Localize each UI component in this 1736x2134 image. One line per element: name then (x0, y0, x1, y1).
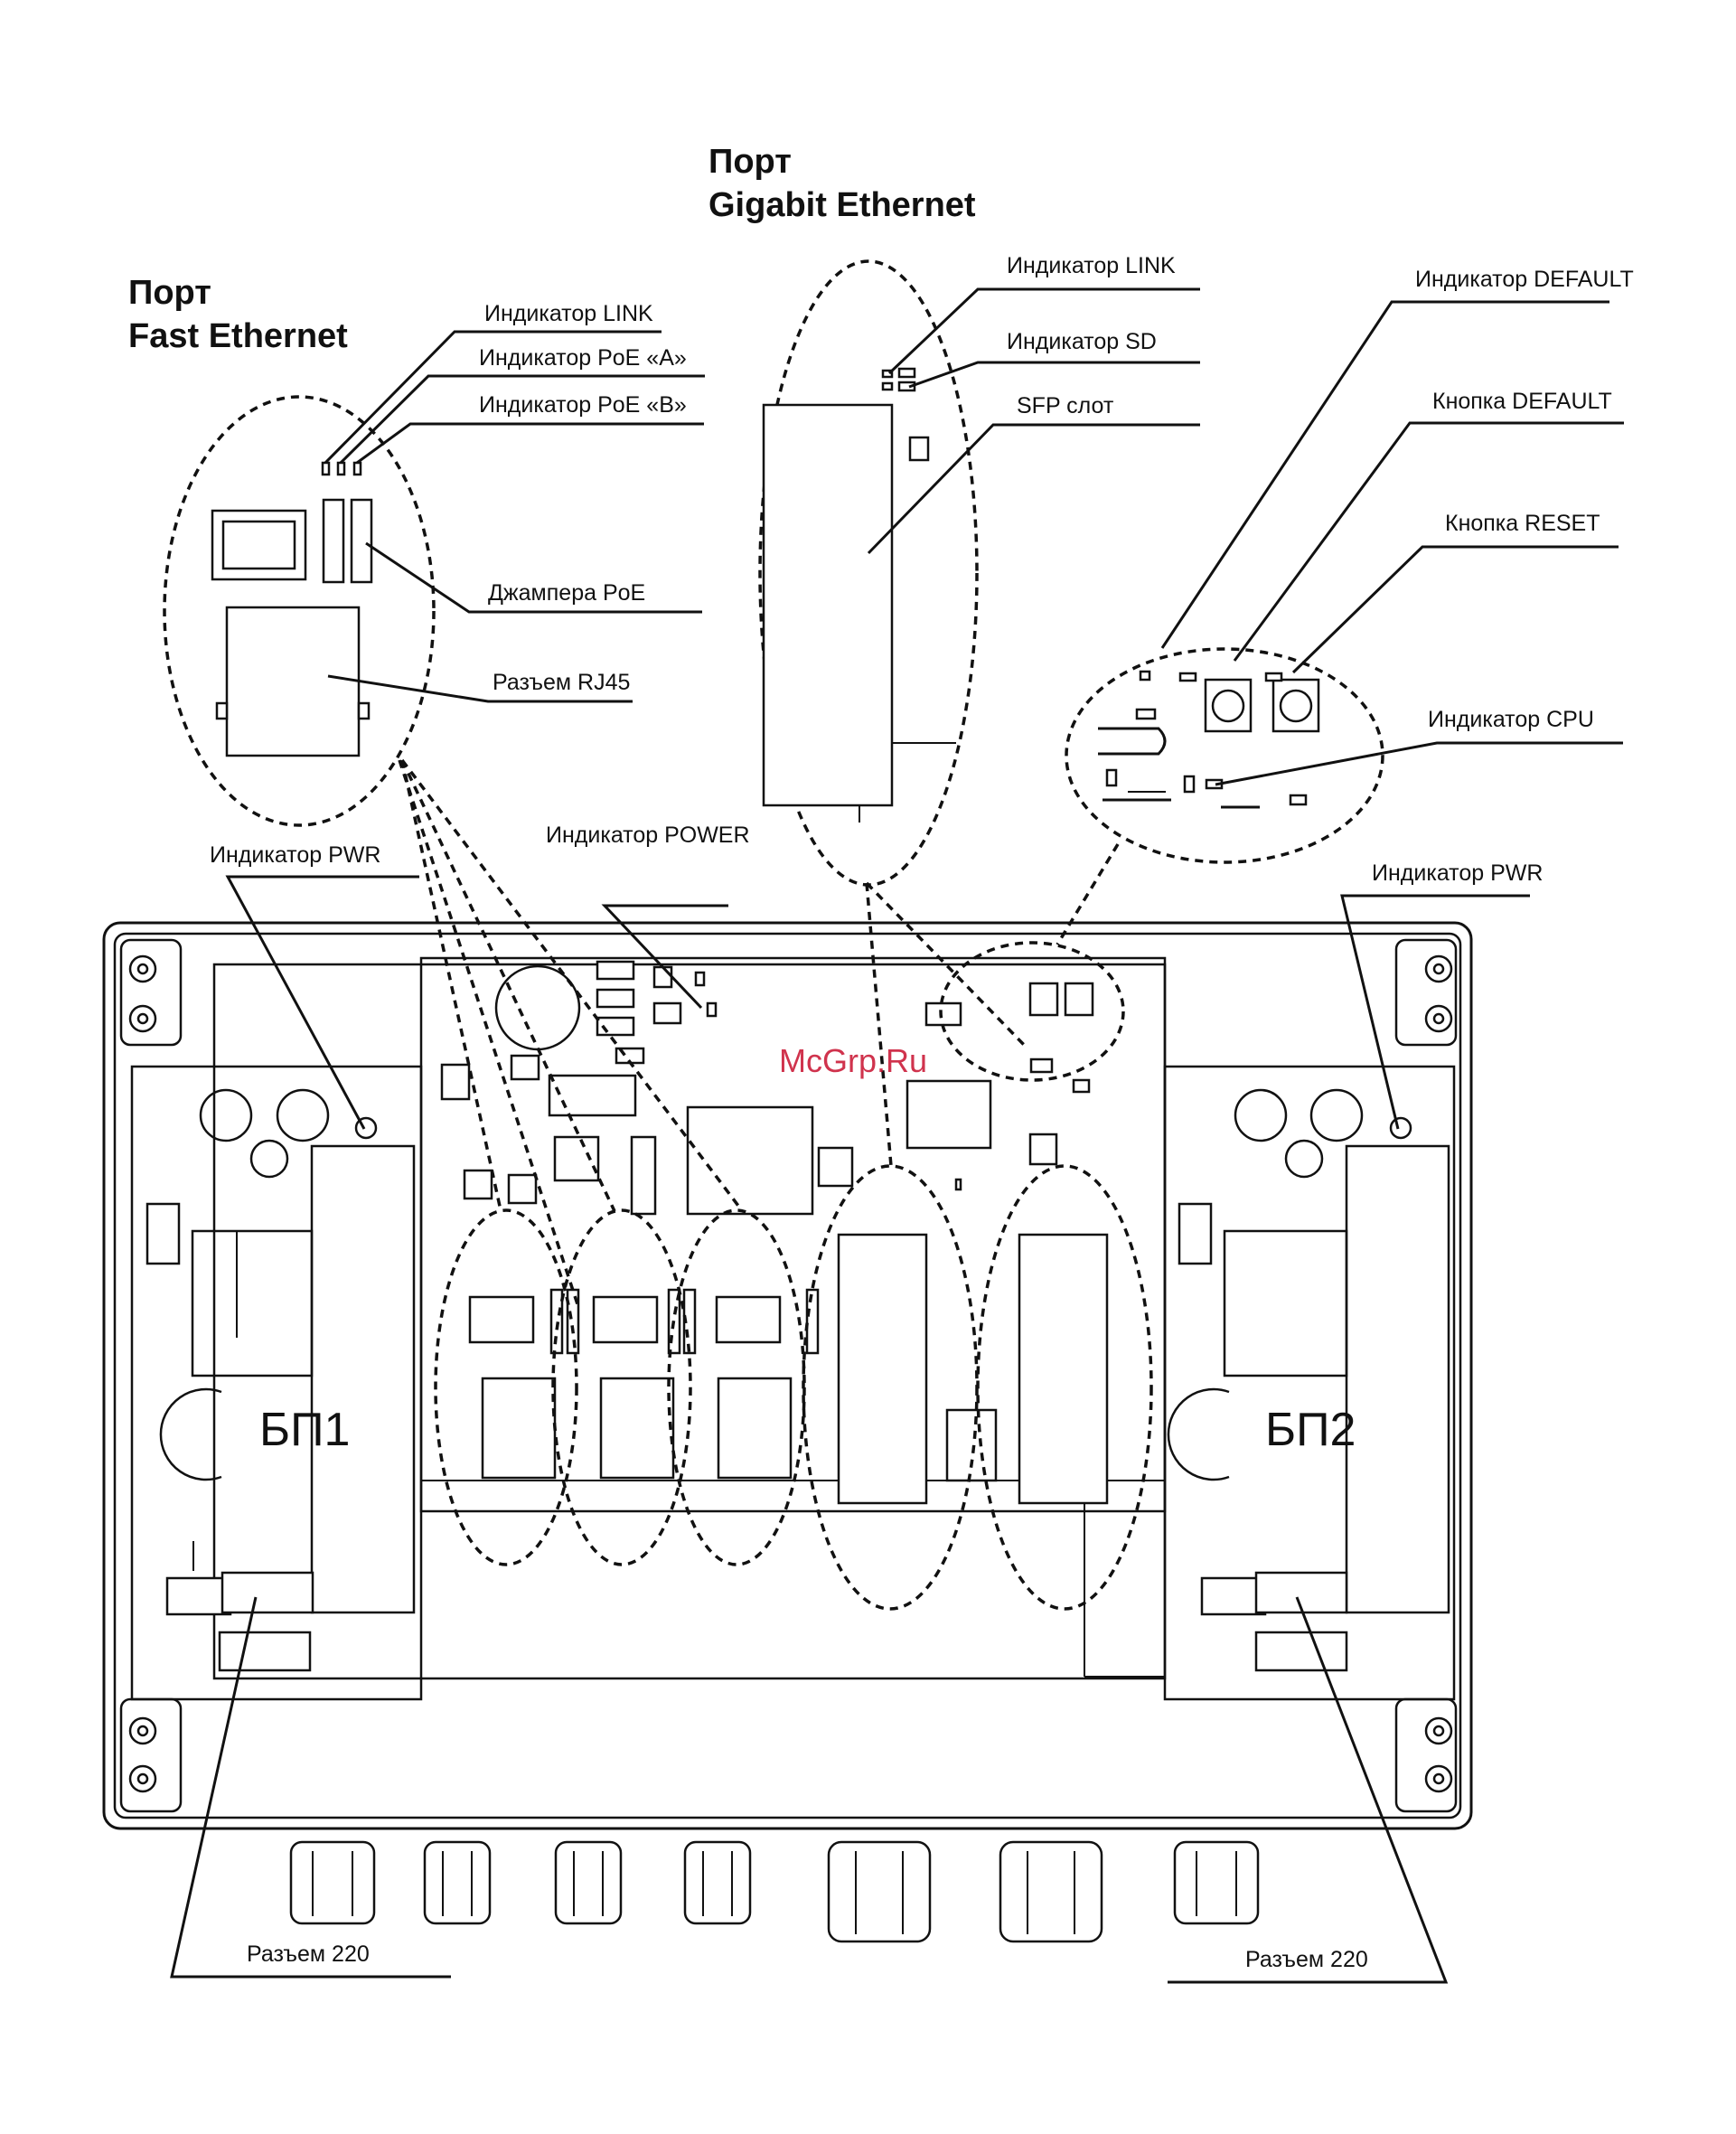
label-gbe-sd: Индикатор SD (1007, 329, 1157, 354)
pcb-sfp-slot-2 (1019, 1235, 1107, 1503)
label-pwr-right: Индикатор PWR (1372, 860, 1543, 886)
enclosure (104, 760, 1471, 1941)
pcb-sfp-slot-1 (839, 1235, 926, 1503)
corner-screws-top-left (121, 940, 181, 1045)
label-pwr-left: Индикатор PWR (210, 842, 380, 868)
buttons-detail (1066, 649, 1383, 862)
label-sfp-slot: SFP слот (1017, 393, 1114, 418)
label-220-right: Разъем 220 (1245, 1947, 1368, 1972)
fast-ethernet-heading-2: Fast Ethernet (128, 317, 348, 355)
label-poe-jumpers: Джампера PoE (488, 580, 645, 606)
gigabit-detail (760, 261, 977, 885)
label-reset-button: Кнопка RESET (1445, 511, 1600, 536)
label-fe-link: Индикатор LINK (484, 301, 653, 326)
label-psu1: БП1 (259, 1404, 350, 1456)
cable-glands (291, 1842, 1258, 1941)
gigabit-heading-2: Gigabit Ethernet (708, 186, 976, 224)
label-rj45: Разъем RJ45 (493, 670, 630, 695)
label-cpu-led: Индикатор CPU (1428, 707, 1594, 732)
fast-ethernet-heading-1: Порт (128, 274, 211, 312)
corner-screws-bottom-right (1396, 1699, 1456, 1811)
watermark: McGrp.Ru (779, 1042, 927, 1079)
corner-screws-top-right (1396, 940, 1456, 1045)
label-psu2: БП2 (1265, 1404, 1356, 1456)
label-poe-a: Индикатор PoE «A» (479, 345, 687, 371)
pcb-fe-ports (470, 1290, 818, 1478)
fast-ethernet-detail (164, 397, 434, 825)
label-poe-b: Индикатор PoE «B» (479, 392, 687, 418)
corner-screws-bottom-left (121, 1699, 181, 1811)
gigabit-heading-1: Порт (708, 143, 792, 181)
label-gbe-link: Индикатор LINK (1007, 253, 1176, 278)
label-default-led: Индикатор DEFAULT (1415, 267, 1634, 292)
label-220-left: Разъем 220 (247, 1941, 370, 1967)
label-power-led: Индикатор POWER (546, 823, 750, 848)
label-default-button: Кнопка DEFAULT (1432, 389, 1612, 414)
